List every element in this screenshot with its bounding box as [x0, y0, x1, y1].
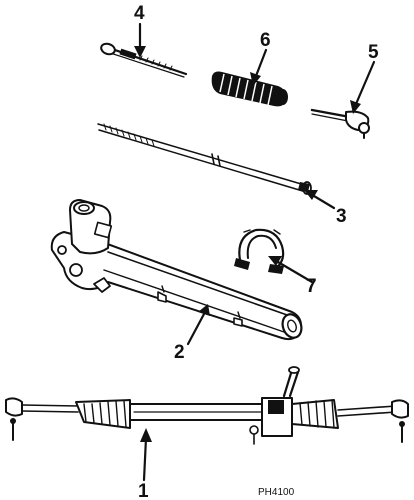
part-6-bellows-boot — [211, 71, 288, 107]
part-3-rack — [97, 123, 312, 195]
part-5-outer-tie-rod-end — [310, 108, 370, 139]
arrowhead-2 — [198, 304, 210, 316]
part-4-inner-tie-rod — [100, 42, 188, 78]
part-1-rack-assembly — [5, 366, 409, 445]
arrowhead-3 — [304, 190, 318, 200]
part-7-mounting-bushing — [234, 228, 285, 274]
leader-arrow-7 — [276, 260, 314, 284]
leader-arrow-3 — [312, 194, 336, 210]
callout-labels: 4 6 5 3 7 2 1 — [134, 3, 379, 500]
callout-2: 2 — [174, 342, 185, 363]
arrowhead-7 — [268, 256, 282, 266]
leader-arrows — [134, 22, 376, 482]
leader-arrow-2 — [186, 312, 206, 346]
callout-1: 1 — [138, 481, 149, 500]
leader-arrow-6 — [254, 48, 268, 78]
leader-arrow-1 — [142, 436, 148, 482]
callout-7: 7 — [306, 276, 317, 297]
callout-6: 6 — [260, 30, 271, 51]
arrowhead-4 — [134, 46, 146, 58]
diagram-code: PH4100 — [258, 487, 295, 498]
arrowhead-6 — [250, 72, 261, 86]
callout-4: 4 — [134, 3, 145, 24]
part-2-gear-housing — [50, 199, 303, 341]
arrowhead-5 — [350, 100, 361, 114]
callout-3: 3 — [336, 206, 347, 227]
callout-5: 5 — [368, 42, 379, 63]
arrowhead-1 — [140, 428, 152, 442]
leader-arrow-5 — [354, 60, 376, 106]
